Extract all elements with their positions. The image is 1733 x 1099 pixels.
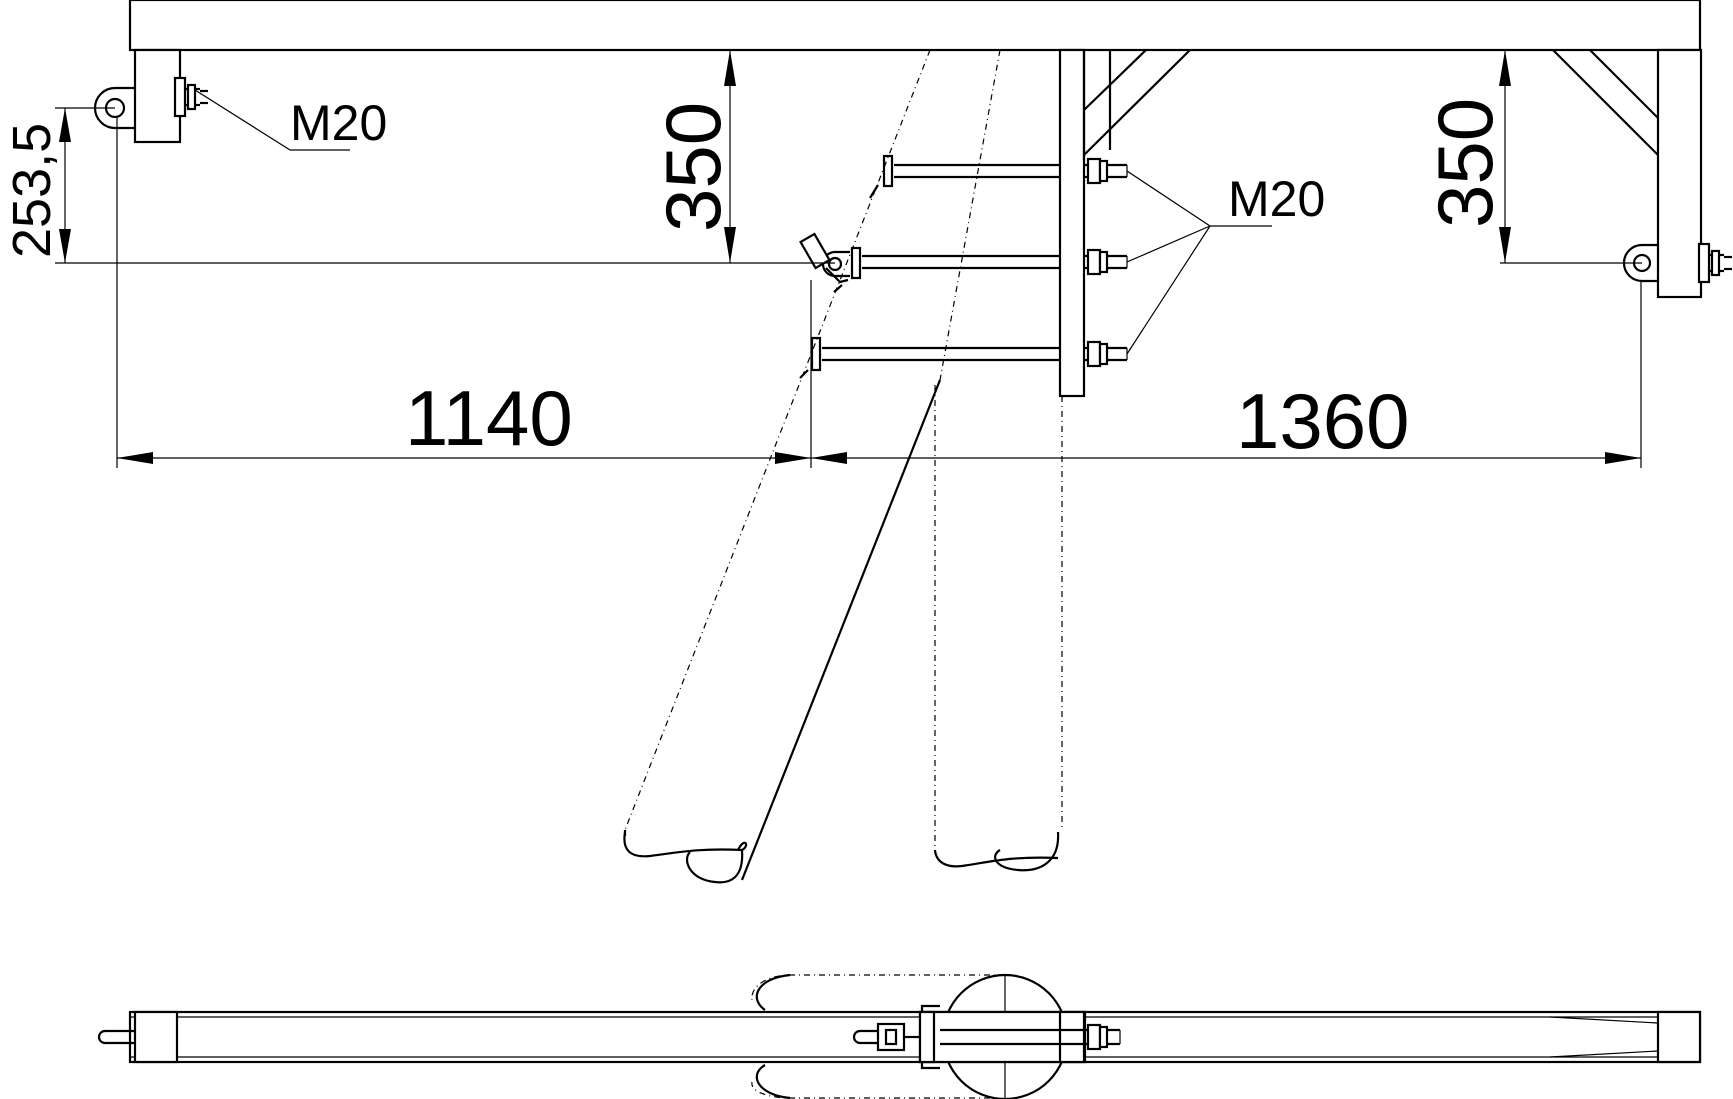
inclined-pipe [623,49,1001,884]
plan-view [97,973,1702,1099]
dim-left-height: 253,5 [2,107,835,264]
label-dim-right-height: 350 [1421,98,1509,228]
label-dim-left-span: 1140 [405,374,573,462]
dim-horizontal-spans: 1140 1360 [116,118,1642,468]
left-end-bracket [93,48,208,144]
right-end-bracket [1552,48,1732,299]
dim-center-height: 350 [649,50,737,263]
center-shackle [799,232,850,284]
label-bolt-left: M20 [290,95,387,151]
leader-bolt-left: M20 [194,89,387,151]
vertical-pipe [933,385,1063,872]
main-beam [128,0,1702,52]
center-plate [1058,48,1191,398]
tie-rods [810,154,1128,372]
label-bolt-center: M20 [1228,171,1325,227]
label-dim-center-height: 350 [649,102,737,232]
leader-bolt-center: M20 [1126,170,1325,355]
label-dim-right-span: 1360 [1236,377,1410,465]
front-view: M20 M20 253,5 350 [2,0,1732,884]
dim-right-height: 350 [1421,50,1642,264]
label-dim-left-height: 253,5 [2,123,62,258]
